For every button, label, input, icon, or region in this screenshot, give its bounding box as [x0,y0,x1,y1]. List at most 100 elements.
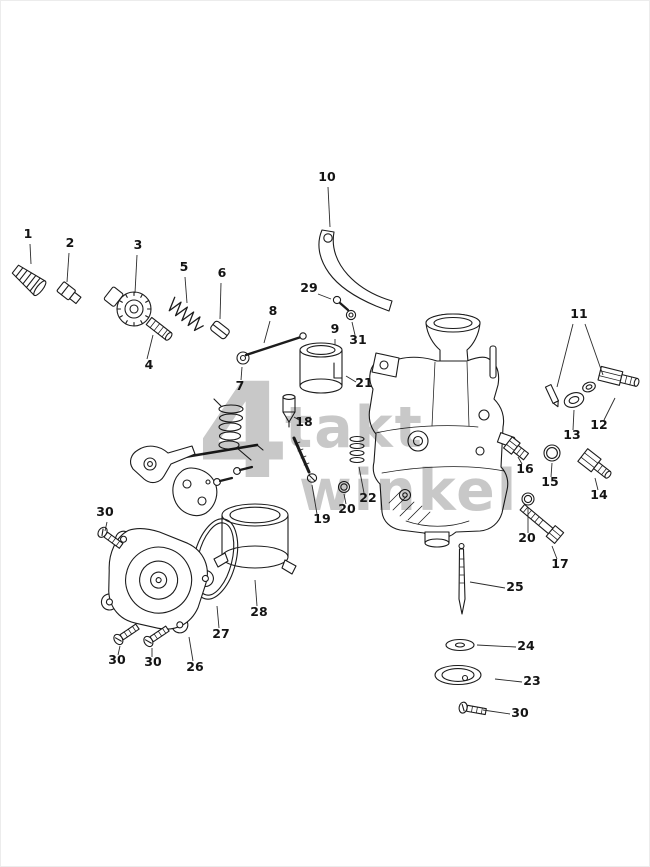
callout-leader-line [351,321,356,336]
callout-leader-line [327,186,331,228]
callout-leader-line [469,581,506,589]
part-4-threaded-shaft [145,316,173,341]
callout-leader-line [343,493,347,505]
part-number-5: 5 [180,259,189,274]
callout-leader-line [358,466,365,494]
part-8-needle-rod [244,332,307,357]
callout-leader-line [556,323,574,388]
part-number-29: 29 [300,280,317,295]
part-30-screw [111,621,142,647]
part-19-screw [292,436,318,483]
part-number-30: 30 [511,705,529,720]
callout-leader-line [293,416,300,421]
part-26-cover-plate [100,527,214,634]
part-number-30: 30 [96,504,114,519]
part-24-washer [445,638,475,652]
part-number-7: 7 [236,378,245,393]
part-number-15: 15 [541,474,558,489]
part-23-disc [434,664,482,686]
part-number-16: 16 [516,461,534,476]
part-28-cap [213,503,297,575]
part-20-o-ring-right [521,492,535,506]
part-30-screw [457,700,488,718]
callout-leader-line [550,462,553,478]
callout-leader-line [584,323,604,376]
part-number-23: 23 [523,673,540,688]
watermark-takt: takt [285,395,424,461]
choke-lever [129,445,196,484]
part-29-screw [332,295,350,312]
watermark-big-4: 4 [197,355,291,509]
callout-leader-line [184,276,188,304]
callout-leader-line [594,477,599,491]
hatching [388,490,431,525]
part-15-o-ring [543,444,561,462]
part-number-18: 18 [295,414,312,429]
callout-leader-line [263,320,271,344]
part-21-throttle-slide [299,342,343,394]
callout-leader-line [494,678,523,683]
callout-leader-line [551,545,558,560]
part-14-fitting [577,448,612,479]
part-number-14: 14 [590,487,608,502]
part-number-22: 22 [359,490,376,505]
gasket-plate [172,467,218,517]
part-number-12: 12 [590,417,607,432]
callout-leader-line [345,375,357,383]
part-number-1: 1 [24,226,33,241]
carburetor-body [368,313,516,548]
callout-leader-line [104,521,108,532]
callout-leader-line [66,252,70,283]
lever-and-spring-assembly [129,398,264,517]
callout-leader-line [476,644,517,648]
part-number-4: 4 [145,357,154,372]
part-3-adjuster-wheel [103,286,173,341]
part-number-21: 21 [355,375,372,390]
part-13-washers [563,381,596,408]
coil-spring [213,398,252,461]
part-number-27: 27 [212,626,229,641]
callout-leader-line [311,484,318,515]
part-number-25: 25 [506,579,523,594]
part-1-cable-grommet [11,264,47,297]
part-31-washer [345,309,357,321]
small-screws [213,465,254,486]
watermark: 4 takt winkel [197,355,518,524]
part-25-jet-needle [458,542,466,615]
part-5-spring [168,296,204,332]
part-number-30: 30 [144,654,162,669]
callout-leader-line [482,709,511,715]
part-18-float-valve [282,394,296,428]
part-number-30: 30 [108,652,126,667]
part-number-3: 3 [134,237,143,252]
knurling [116,291,152,327]
part-22-spring [349,435,365,464]
callout-leader-line [134,254,138,294]
part-number-13: 13 [563,427,580,442]
part-number-31: 31 [349,332,366,347]
part-11-jets [489,345,560,408]
callout-leader-line [188,636,194,662]
callout-leader-line [254,579,258,607]
part-number-11: 11 [570,306,587,321]
parts-drawing [11,229,640,718]
part-number-26: 26 [186,659,204,674]
watermark-winkel: winkel [299,458,518,524]
part-number-10: 10 [318,169,336,184]
part-number-6: 6 [218,265,227,280]
callout-leader-line [29,243,32,265]
part-6-clip [210,320,230,340]
part-number-20: 20 [518,530,536,545]
part-20-o-ring-small [337,480,351,494]
part-number-9: 9 [331,321,340,336]
part-number-2: 2 [66,235,75,250]
part-2-adjuster-sleeve [56,281,82,305]
part-number-17: 17 [551,556,568,571]
callout-leader-line [219,282,222,320]
part-12-fitting [597,365,640,387]
callout-leader-line [603,397,616,421]
part-number-8: 8 [269,303,278,318]
callout-leader-line [317,293,332,300]
